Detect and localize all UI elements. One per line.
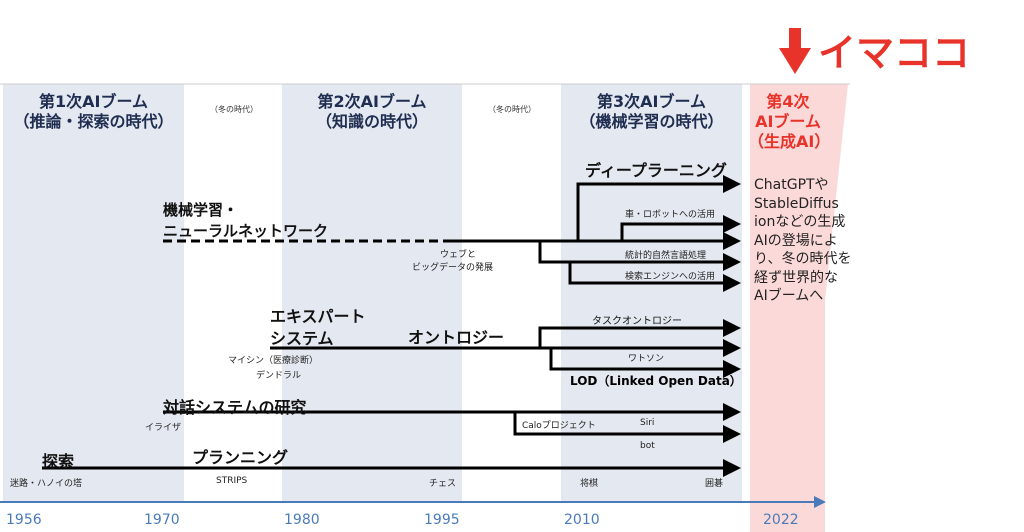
search-title: 探索 bbox=[42, 452, 75, 471]
nlp-label: 統計的自然言語処理 bbox=[625, 251, 707, 261]
year-1980: 1980 bbox=[284, 512, 320, 528]
eliza-label: イライザ bbox=[145, 423, 182, 433]
year-2022: 2022 bbox=[763, 512, 799, 528]
search-engine-label: 検索エンジンへの活用 bbox=[625, 272, 716, 282]
strips-label: STRIPS bbox=[216, 476, 248, 486]
planning-label: プランニング bbox=[192, 448, 289, 467]
winter-2-label: （冬の時代） bbox=[488, 105, 536, 114]
dendral-label: デンドラル bbox=[256, 371, 302, 381]
deep-learning-label: ディープラーニング bbox=[585, 161, 727, 180]
web-label: ウェブと bbox=[440, 250, 477, 260]
winter-1-label: （冬の時代） bbox=[210, 105, 258, 114]
siri-label: Siri bbox=[640, 418, 655, 428]
year-2010: 2010 bbox=[564, 512, 600, 528]
era-3-title: 第3次AIブーム（機械学習の時代） bbox=[579, 92, 724, 131]
expert-title-1: エキスパート bbox=[270, 307, 366, 326]
year-1995: 1995 bbox=[424, 512, 460, 528]
down-arrow-icon bbox=[779, 28, 811, 74]
era-2-title: 第2次AIブーム（知識の時代） bbox=[315, 92, 428, 131]
bot-label: bot bbox=[640, 441, 655, 451]
era-band-2 bbox=[282, 84, 462, 502]
robot-label: 車・ロボットへの活用 bbox=[625, 210, 716, 220]
go-label: 囲碁 bbox=[705, 479, 724, 489]
era-1-title: 第1次AIブーム（推論・探索の時代） bbox=[13, 92, 174, 131]
era-band-3 bbox=[561, 84, 742, 502]
maze-label: 迷路・ハノイの塔 bbox=[10, 479, 83, 489]
mycin-label: マイシン（医療診断） bbox=[228, 356, 319, 366]
task-ontology-label: タスクオントロジー bbox=[592, 316, 682, 327]
ontology-label: オントロジー bbox=[408, 328, 505, 347]
year-1956: 1956 bbox=[6, 512, 42, 528]
ml-title-1: 機械学習・ bbox=[163, 201, 239, 219]
chess-label: チェス bbox=[429, 479, 457, 489]
ml-title-2: ニューラルネットワーク bbox=[163, 222, 329, 240]
era-band-1 bbox=[3, 84, 184, 502]
watson-label: ワトソン bbox=[628, 354, 665, 364]
dialog-title: 対話システムの研究 bbox=[163, 398, 307, 417]
year-1970: 1970 bbox=[144, 512, 180, 528]
lod-label: LOD（Linked Open Data） bbox=[570, 374, 742, 388]
here-label: イマココ bbox=[818, 31, 971, 75]
bigdata-label: ビッグデータの発展 bbox=[412, 263, 494, 273]
era-band-4 bbox=[750, 84, 848, 532]
shogi-label: 将棋 bbox=[580, 479, 599, 489]
expert-title-2: システム bbox=[270, 329, 334, 348]
calo-label: Caloプロジェクト bbox=[522, 421, 596, 431]
